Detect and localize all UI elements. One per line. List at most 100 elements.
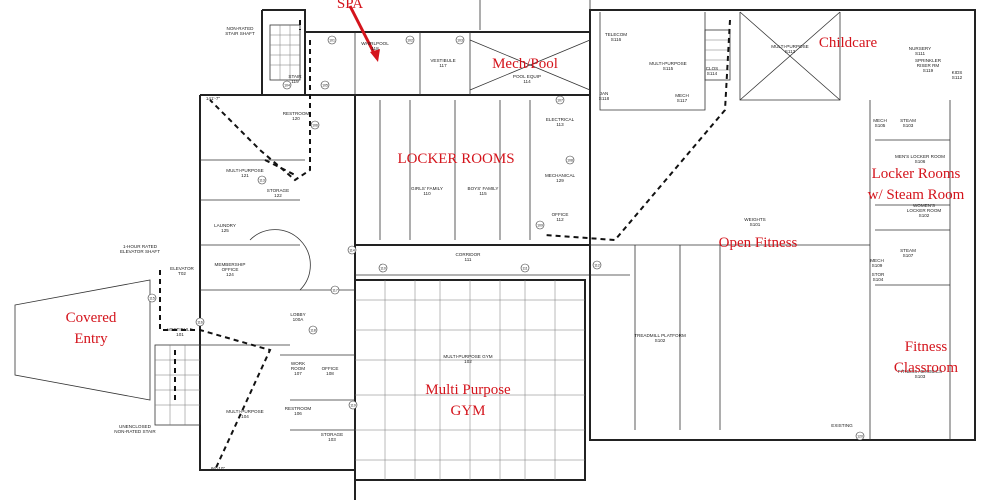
door-tag (555, 95, 565, 105)
door-tag (327, 35, 337, 45)
door-tag-label: 109 (537, 223, 543, 227)
door-tag-label: 104 (284, 83, 290, 87)
door-tag-label: 101 (329, 38, 335, 42)
room-label: EXISTING (831, 423, 853, 428)
door-tag-label: 108 (567, 158, 573, 162)
door-tag (282, 80, 292, 90)
callout-spa: SPA (337, 0, 363, 12)
door-tag (455, 35, 465, 45)
door-tag (535, 220, 545, 230)
door-tag-label: 103 (457, 38, 463, 42)
door-tag-label: 118 (310, 328, 316, 332)
door-tag (405, 35, 415, 45)
door-tag-label: 114 (349, 248, 355, 252)
door-tag-label: 105 (322, 83, 328, 87)
egress-routes (159, 19, 731, 471)
door-tag (320, 80, 330, 90)
building-walls (14, 0, 976, 500)
door-tag-label: 107 (557, 98, 563, 102)
door-tag-label: 115 (149, 296, 155, 300)
door-tag (310, 120, 320, 130)
door-tag-label: 117 (332, 288, 338, 292)
door-tag-label: 119 (350, 403, 356, 407)
door-tag (147, 293, 157, 303)
door-tag (855, 431, 865, 441)
area-callouts: SPA Mech/Pool Childcare LOCKER ROOMS Loc… (66, 0, 965, 419)
callout-locker-rooms: LOCKER ROOMS (397, 151, 514, 167)
door-tag (195, 317, 205, 327)
spa-arrow (348, 5, 380, 62)
door-tag-label: 116 (197, 320, 203, 324)
door-tag (520, 263, 530, 273)
door-tag (592, 260, 602, 270)
callout-mech-pool: Mech/Pool (492, 56, 558, 72)
door-tag (257, 175, 267, 185)
door-tag-label: 113 (259, 178, 265, 182)
callout-childcare: Childcare (819, 35, 878, 51)
door-tag (347, 245, 357, 255)
door-tag (565, 155, 575, 165)
callout-open-fitness: Open Fitness (719, 235, 798, 251)
door-tag-label: 102 (407, 38, 413, 42)
door-tag (348, 400, 358, 410)
door-tag (330, 285, 340, 295)
stairs (154, 24, 731, 426)
dimension-label: 66'-10" (211, 466, 226, 471)
door-tag-label: 106 (312, 123, 318, 127)
door-tag-label: 120 (857, 434, 863, 438)
dimension-label: 141'-7" (206, 96, 221, 101)
door-tag (378, 263, 388, 273)
door-tag (308, 325, 318, 335)
